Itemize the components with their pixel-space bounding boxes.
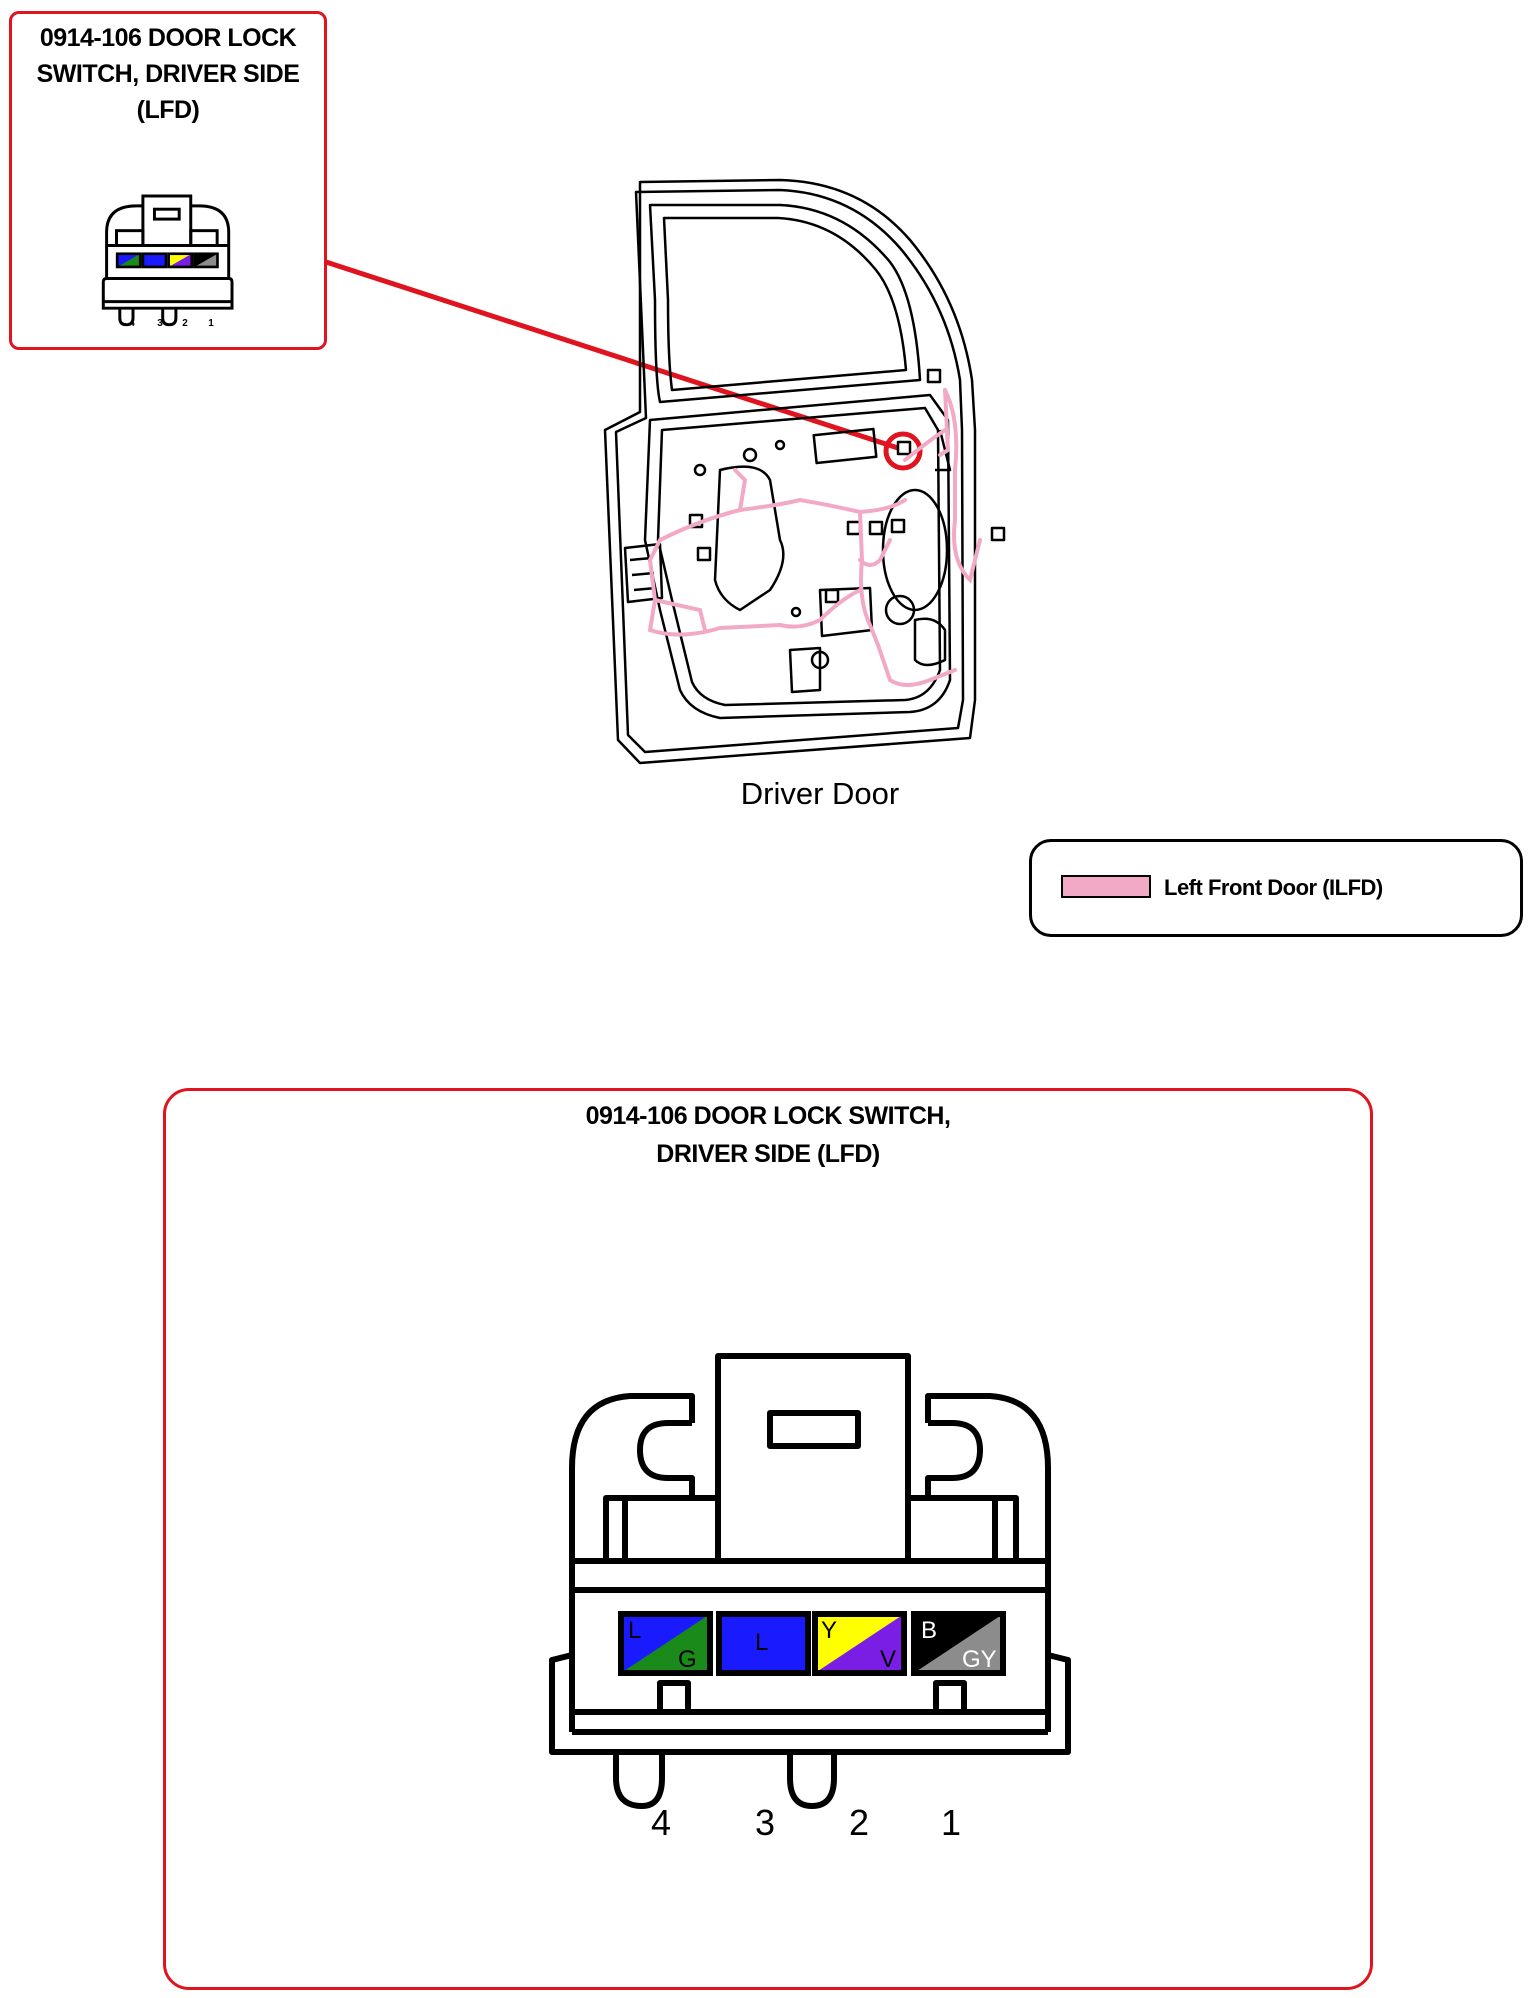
top-callout-title-line: (LFD) <box>136 96 200 124</box>
callout-target-circle <box>883 431 923 471</box>
pin-number: 1 <box>941 1802 961 1843</box>
top-callout-title-line: SWITCH, DRIVER SIDE <box>36 60 300 88</box>
harness-routing <box>647 388 982 687</box>
large-connector <box>549 1353 1071 1809</box>
large-connector-pins <box>618 1611 1006 1676</box>
pin-cavity-3 <box>716 1611 811 1676</box>
pin-numbers: 4 3 2 1 <box>651 1802 961 1843</box>
top-callout-title-line: 0914-106 DOOR LOCK <box>39 24 297 52</box>
pin-1-bottom-code: GY <box>962 1646 997 1673</box>
pin-cavity-2 <box>812 1611 907 1676</box>
small-pin-numbers: 4 3 2 1 <box>129 318 214 329</box>
legend-box: Left Front Door (ILFD) <box>1029 839 1523 937</box>
small-pin-number: 1 <box>208 318 214 329</box>
pin-number: 3 <box>755 1802 775 1843</box>
legend-swatch <box>1061 875 1151 898</box>
door-caption: Driver Door <box>740 776 900 811</box>
pin-number: 2 <box>849 1802 869 1843</box>
wire-color-codes: L G L Y V B GY <box>628 1617 997 1673</box>
callout-leader-line <box>325 259 899 451</box>
top-callout-box: 0914-106 DOOR LOCK SWITCH, DRIVER SIDE (… <box>9 11 327 350</box>
pin-number: 4 <box>651 1802 671 1843</box>
small-pin-3 <box>142 253 166 267</box>
small-pin-number: 4 <box>129 318 135 329</box>
pin-4-bottom-code: G <box>678 1646 697 1673</box>
pin-4-top-code: L <box>628 1617 641 1644</box>
legend-item-label: Left Front Door (ILFD) <box>1164 875 1383 900</box>
connector-detail-title-line: 0914-106 DOOR LOCK SWITCH, <box>585 1102 951 1130</box>
pin-cavity-4 <box>618 1611 713 1676</box>
connector-detail-box: 0914-106 DOOR LOCK SWITCH, DRIVER SIDE (… <box>163 1088 1373 1990</box>
small-pin-number: 2 <box>182 318 188 329</box>
top-callout-title: 0914-106 DOOR LOCK SWITCH, DRIVER SIDE (… <box>12 20 324 128</box>
pin-2-top-code: Y <box>821 1617 837 1644</box>
connector-detail-title: 0914-106 DOOR LOCK SWITCH, DRIVER SIDE (… <box>166 1097 1370 1173</box>
pin-3-top-code: L <box>755 1629 768 1656</box>
small-pin-number: 3 <box>157 318 163 329</box>
pin-cavity-1 <box>911 1611 1006 1676</box>
connector-detail-title-line: DRIVER SIDE (LFD) <box>656 1140 880 1168</box>
pin-2-bottom-code: V <box>880 1646 896 1673</box>
small-connector-pins <box>115 252 219 269</box>
driver-door-illustration <box>603 178 1006 765</box>
pin-1-top-code: B <box>921 1617 937 1644</box>
small-connector <box>101 194 234 327</box>
